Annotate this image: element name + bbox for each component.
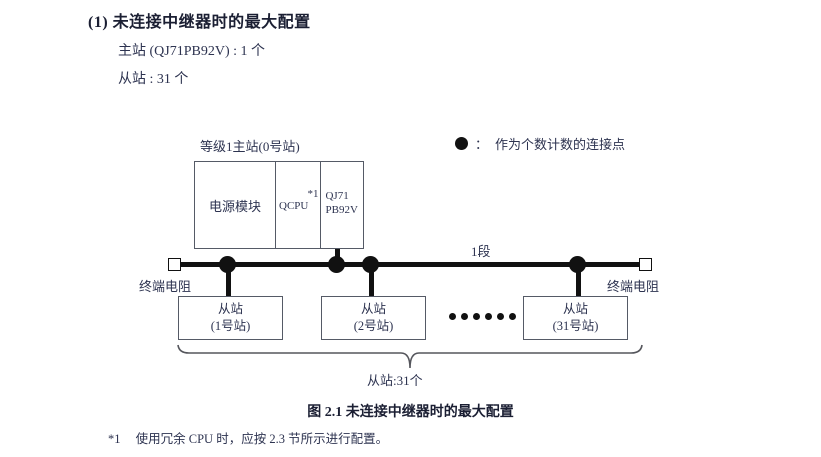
master-station-label: 等级1主站(0号站) xyxy=(200,139,300,154)
cpu-module-cell: QCPU *1 xyxy=(276,162,322,248)
terminator-right-label: 终端电阻 xyxy=(607,279,660,294)
connection-point-dot xyxy=(219,256,236,273)
slave-station-name: 从站 xyxy=(562,302,588,317)
terminator-left-icon xyxy=(168,258,181,271)
ellipsis-dots-icon xyxy=(449,313,516,320)
slave-station-number: (2号站) xyxy=(353,319,394,333)
slave-station-number: (1号站) xyxy=(210,319,251,333)
terminator-left-label: 终端电阻 xyxy=(139,279,192,294)
filled-circle-icon xyxy=(455,137,468,150)
footnote: *1 使用冗余 CPU 时，应按 2.3 节所示进行配置。 xyxy=(108,428,388,447)
slave-group-label: 从站:31个 xyxy=(367,373,423,388)
footnote-text: 使用冗余 CPU 时，应按 2.3 节所示进行配置。 xyxy=(135,432,389,446)
bus-trunk-line xyxy=(178,262,648,267)
slave-station-name: 从站 xyxy=(217,302,243,317)
slave-drop-stub xyxy=(369,265,374,297)
connection-point-dot xyxy=(569,256,586,273)
network-module-cell: QJ71 PB92V xyxy=(321,162,363,248)
terminator-right-icon xyxy=(639,258,652,271)
power-module-label: 电源模块 xyxy=(208,198,261,214)
slave-count-line: 从站 : 31 个 xyxy=(118,72,189,87)
cpu-module-label: QCPU xyxy=(279,200,309,212)
legend: ： 作为个数计数的连接点 xyxy=(455,134,625,153)
ellipsis-dot xyxy=(485,313,492,320)
ellipsis-dot xyxy=(449,313,456,320)
ellipsis-dot xyxy=(461,313,468,320)
segment-label: 1段 xyxy=(471,244,491,259)
slave-station-number: (31号站) xyxy=(552,319,599,333)
slave-station-name: 从站 xyxy=(360,302,386,317)
connection-point-dot xyxy=(362,256,379,273)
legend-separator: ： xyxy=(475,137,489,152)
cpu-footnote-mark: *1 xyxy=(307,188,319,200)
power-module-cell: 电源模块 xyxy=(195,162,276,248)
legend-label: 作为个数计数的连接点 xyxy=(495,137,626,152)
page-title: (1) 未连接中继器时的最大配置 xyxy=(88,14,311,31)
footnote-mark: *1 xyxy=(108,432,121,446)
slave-group-brace xyxy=(177,344,643,369)
ellipsis-dot xyxy=(497,313,504,320)
slave-drop-stub xyxy=(576,265,581,297)
ellipsis-dot xyxy=(473,313,480,320)
slave-station-box: 从站 (31号站) xyxy=(523,296,628,340)
connection-point-dot xyxy=(328,256,345,273)
ellipsis-dot xyxy=(509,313,516,320)
master-count-line: 主站 (QJ71PB92V) : 1 个 xyxy=(118,44,266,59)
network-module-label-line1: QJ71 xyxy=(325,190,349,202)
figure-caption: 图 2.1 未连接中继器时的最大配置 xyxy=(307,405,514,420)
slave-station-box: 从站 (2号站) xyxy=(321,296,426,340)
network-module-label-line2: PB92V xyxy=(325,203,358,216)
master-rack: 电源模块 QCPU *1 QJ71 PB92V xyxy=(194,161,364,249)
slave-drop-stub xyxy=(226,265,231,297)
slave-station-box: 从站 (1号站) xyxy=(178,296,283,340)
